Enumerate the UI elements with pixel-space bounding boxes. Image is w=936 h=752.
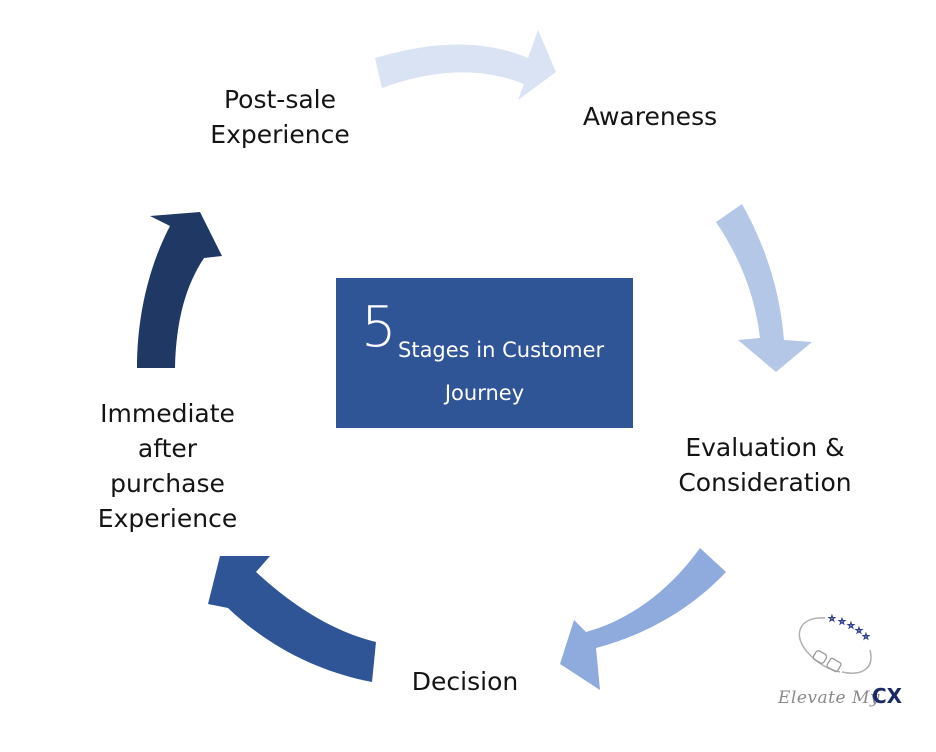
title-line-1: Stages in Customer bbox=[398, 338, 605, 362]
arrow-awareness-to-evaluation bbox=[716, 204, 812, 372]
star-icon: ☆ bbox=[847, 621, 854, 630]
star-icon: ☆ bbox=[828, 614, 835, 623]
star-icon: ☆ bbox=[862, 632, 869, 641]
stage-label-post-sale: Post-sale Experience bbox=[210, 85, 350, 149]
stage-label-awareness: Awareness bbox=[582, 102, 718, 131]
logo-script-text: Elevate My bbox=[778, 688, 880, 708]
logo-brand-text: CX bbox=[872, 684, 903, 708]
arrow-evaluation-to-decision bbox=[560, 548, 726, 690]
star-icon: ☆ bbox=[838, 617, 845, 626]
arrow-immediate-to-postsale bbox=[137, 212, 222, 368]
star-icon: ☆ bbox=[855, 626, 862, 635]
elevate-my-cx-logo: ☆☆☆☆☆ Elevate My CX bbox=[770, 610, 910, 720]
center-title-box: 5 Stages in Customer Journey bbox=[336, 278, 633, 428]
stage-label-evaluation: Evaluation & Consideration bbox=[678, 433, 852, 497]
arrow-postsale-to-awareness bbox=[375, 30, 556, 100]
plug-ring-icon: ☆☆☆☆☆ bbox=[798, 614, 872, 674]
stage-count: 5 bbox=[361, 295, 397, 360]
stage-label-immediate-after-purchase: Immediate after purchase Experience bbox=[97, 399, 238, 533]
arrow-decision-to-immediate bbox=[208, 556, 376, 682]
stage-label-decision: Decision bbox=[411, 667, 519, 696]
title-line-2: Journey bbox=[444, 381, 525, 405]
